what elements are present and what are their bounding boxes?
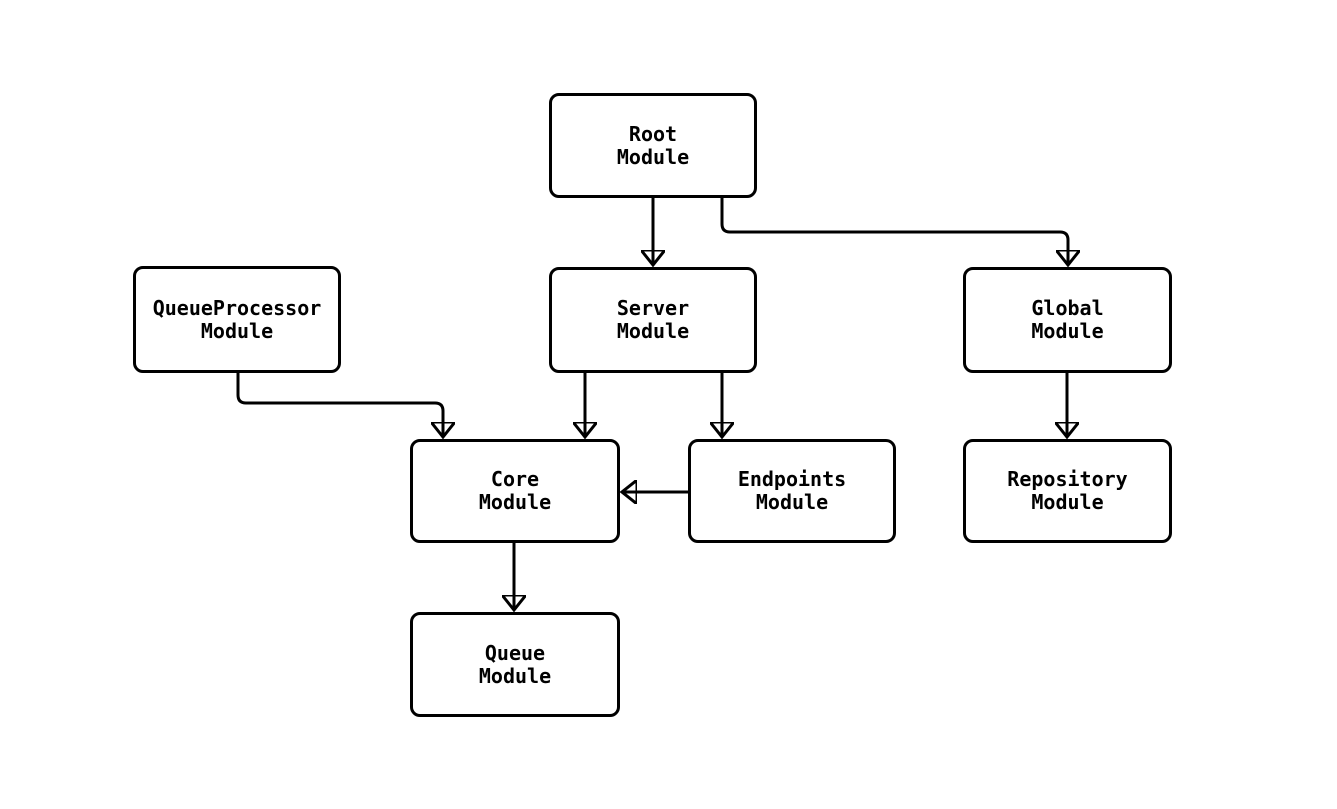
edge-queueprocessor-to-core — [236, 373, 443, 437]
node-core-module-label: Core Module — [478, 467, 552, 514]
node-queue-module: Queue Module — [410, 612, 620, 717]
node-queueprocessor-module: QueueProcessor Module — [133, 266, 341, 373]
node-global-module-label: Global Module — [1031, 296, 1104, 343]
node-queueprocessor-module-label: QueueProcessor Module — [152, 295, 322, 343]
node-repository-module: Repository Module — [963, 439, 1172, 543]
node-endpoints-module: Endpoints Module — [688, 439, 896, 543]
edge-root-to-global — [720, 198, 1068, 265]
node-server-module: Server Module — [549, 267, 757, 373]
node-repository-module-label: Repository Module — [1007, 467, 1128, 514]
node-core-module: Core Module — [410, 439, 620, 543]
node-root-module: Root Module — [549, 93, 757, 198]
node-server-module-label: Server Module — [616, 296, 690, 343]
node-endpoints-module-label: Endpoints Module — [737, 467, 847, 514]
node-global-module: Global Module — [963, 267, 1172, 373]
node-root-module-label: Root Module — [616, 121, 690, 169]
node-queue-module-label: Queue Module — [478, 640, 552, 688]
